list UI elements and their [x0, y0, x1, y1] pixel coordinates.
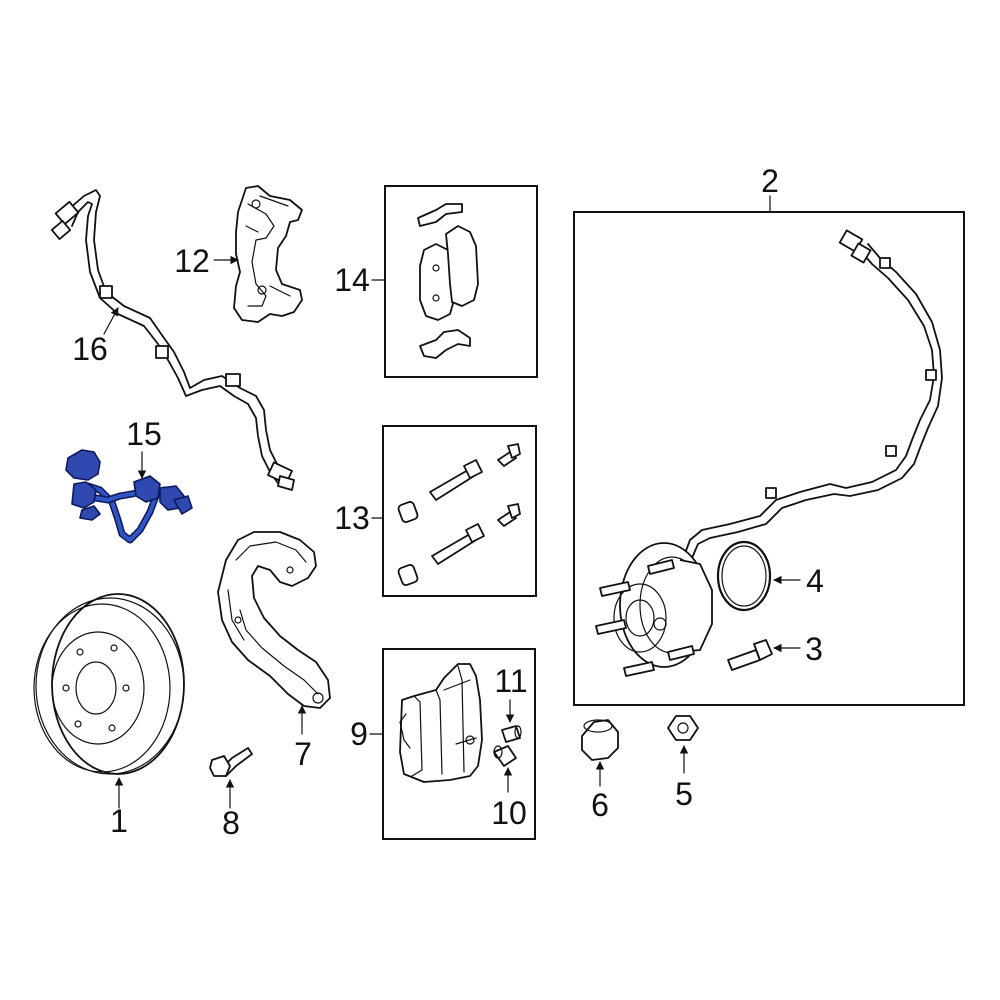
callout-15: 15 [126, 416, 162, 452]
part-1-brake-rotor[interactable] [33, 593, 185, 775]
callout-3: 3 [805, 631, 823, 667]
part-13-guide-pins-and-bolts[interactable] [397, 443, 521, 586]
part-3-hub-bolt[interactable] [727, 639, 773, 671]
callout-5: 5 [675, 776, 693, 812]
callout-13: 13 [334, 500, 370, 536]
part-14-box [384, 185, 538, 378]
callout-12: 12 [174, 243, 210, 279]
part-7-dust-shield[interactable] [217, 531, 331, 709]
part-4-o-ring[interactable] [716, 540, 772, 612]
part-9-box [382, 648, 536, 840]
part-8-bolt[interactable] [209, 747, 253, 777]
part-6-dust-cap[interactable] [581, 719, 619, 761]
part-16-sensor-harness[interactable] [50, 189, 295, 491]
part-11-pin-boot[interactable] [501, 725, 522, 743]
callout-1: 1 [110, 803, 128, 839]
callout-16: 16 [72, 331, 108, 367]
callout-8: 8 [222, 805, 240, 841]
part-13-box [382, 425, 537, 597]
callout-6: 6 [591, 787, 609, 823]
part-15-wiring-harness-highlighted[interactable] [65, 449, 193, 544]
callout-labels: 1 2 3 4 5 6 7 8 9 10 11 12 13 14 15 16 [72, 163, 824, 841]
leader-lines [103, 195, 801, 809]
part-2-hub-bearing-assembly[interactable] [595, 229, 943, 677]
part-14-pad-clips-and-pads[interactable] [417, 203, 479, 359]
callout-7: 7 [294, 736, 312, 772]
callout-2: 2 [761, 163, 779, 199]
callout-14: 14 [334, 262, 370, 298]
callout-10: 10 [491, 795, 527, 831]
callout-11: 11 [494, 663, 527, 699]
part-9-brake-caliper[interactable] [399, 663, 483, 783]
callout-9: 9 [350, 716, 368, 752]
part-12-caliper-bracket[interactable] [233, 185, 303, 323]
part-2-box [573, 211, 965, 706]
part-5-nut[interactable] [667, 715, 699, 741]
part-10-bushing[interactable] [493, 745, 517, 767]
callout-4: 4 [806, 563, 824, 599]
